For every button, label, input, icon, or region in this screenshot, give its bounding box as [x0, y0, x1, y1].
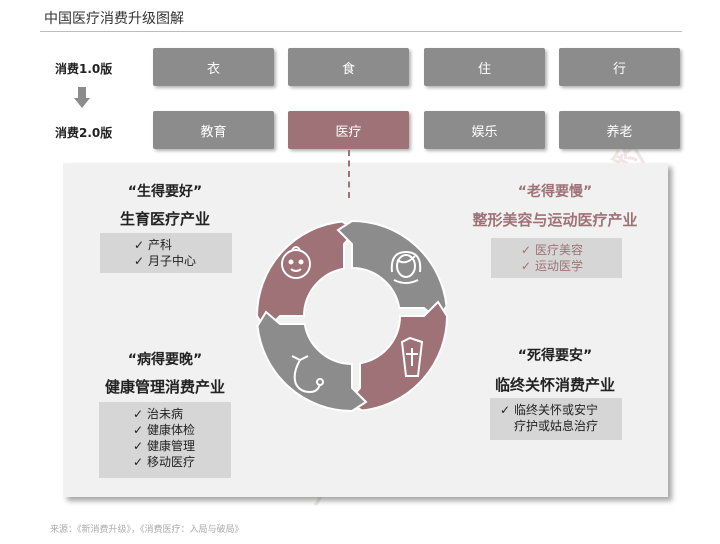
industry-birth-medical: 生育医疗产业 — [119, 210, 210, 228]
list-health-management: ✓治未病 ✓健康体检 ✓健康管理 ✓移动医疗 — [99, 402, 231, 478]
box-elderly-care: 养老 — [559, 111, 680, 149]
list-item: ✓移动医疗 — [133, 455, 196, 469]
industry-hospice-care: 临终关怀消费产业 — [494, 376, 615, 394]
connector-dashed-line — [348, 150, 350, 198]
ring-segment-illness — [256, 310, 368, 413]
box-entertainment: 娱乐 — [424, 111, 545, 149]
list-item: ✓临终关怀或安宁 — [500, 403, 599, 417]
quote-sick-late: “病得要晚” — [127, 352, 203, 368]
box-housing: 住 — [424, 48, 545, 86]
list-item: ✓运动医学 — [521, 259, 584, 273]
industry-beauty-sports: 整形美容与运动医疗产业 — [472, 211, 638, 229]
lifecycle-ring — [255, 219, 449, 413]
baby-face-icon — [281, 246, 311, 279]
list-item: ✓月子中心 — [134, 254, 197, 268]
page-title: 中国医疗消费升级图解 — [44, 11, 184, 27]
title-divider — [40, 31, 682, 32]
list-item: ✓医疗美容 — [521, 243, 584, 257]
box-medical: 医疗 — [288, 111, 409, 149]
box-transport: 行 — [559, 48, 680, 86]
stethoscope-icon — [291, 355, 324, 394]
list-item: ✓治未病 — [133, 407, 184, 421]
quote-die-peacefully: “死得要安” — [517, 348, 593, 364]
industry-health-management: 健康管理消费产业 — [104, 378, 225, 396]
row-label-v2: 消费2.0版 — [55, 126, 113, 140]
coffin-cross-icon — [400, 336, 424, 377]
source-footnote: 来源：《新消费升级》，《消费医疗：入局与破局》 — [50, 525, 244, 535]
list-item: ✓健康体检 — [133, 423, 196, 437]
quote-born-well: “生得要好” — [127, 184, 203, 200]
row-label-v1: 消费1.0版 — [55, 62, 113, 76]
down-arrow-icon — [74, 87, 90, 108]
box-food: 食 — [288, 48, 409, 86]
list-item: 疗护或姑息治疗 — [514, 419, 599, 433]
list-beauty-sports: ✓医疗美容 ✓运动医学 — [491, 238, 622, 278]
quote-age-slowly: “老得要慢” — [517, 184, 593, 200]
list-birth-medical: ✓产科 ✓月子中心 — [100, 233, 232, 273]
list-hospice-care: ✓临终关怀或安宁 疗护或姑息治疗 — [490, 398, 622, 440]
list-item: ✓产科 — [134, 238, 173, 252]
box-clothing: 衣 — [153, 48, 274, 86]
box-education: 教育 — [153, 111, 274, 149]
ring-segment-birth — [255, 220, 358, 332]
ring-segment-death — [346, 300, 449, 412]
elderly-woman-icon — [390, 250, 422, 284]
list-item: ✓健康管理 — [133, 439, 196, 453]
